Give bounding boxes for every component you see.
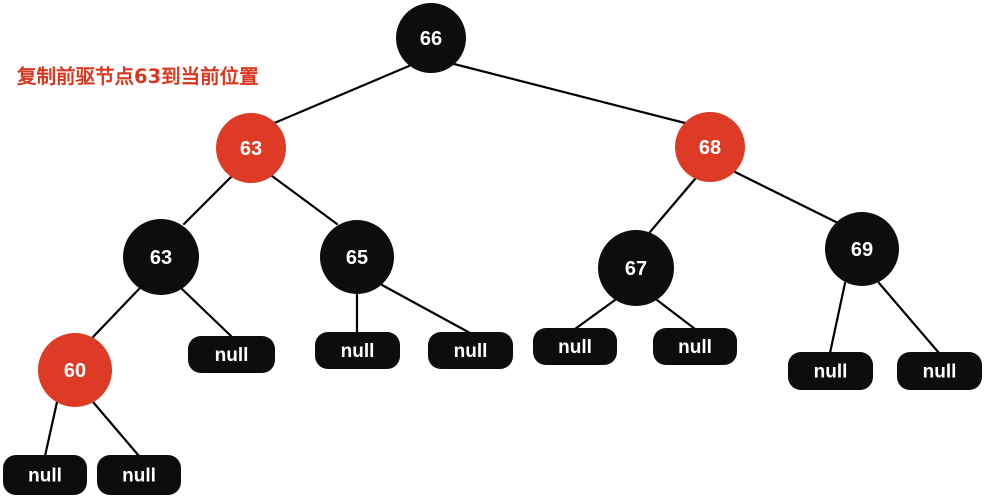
null-leaf-box	[428, 332, 513, 369]
node-value-label: 63	[240, 138, 262, 160]
tree-edge	[828, 281, 847, 355]
tree-edge	[731, 169, 842, 226]
null-leaf: null	[3, 455, 87, 495]
null-leaf-box	[3, 455, 87, 495]
node-circle-black	[396, 3, 466, 73]
node-circle-black	[320, 220, 394, 294]
null-leaf-box	[533, 328, 617, 365]
tree-node-63: 63	[216, 113, 286, 183]
tree-node-65: 65	[320, 220, 394, 294]
null-leaf-label: null	[215, 345, 249, 366]
tree-edge	[182, 175, 233, 226]
null-leaf-box	[788, 352, 873, 390]
null-leaf: null	[188, 336, 275, 373]
edges-layer	[43, 62, 941, 458]
tree-edge	[877, 281, 941, 355]
tree-edge	[270, 174, 339, 226]
null-leaf-box	[188, 336, 275, 373]
node-circle-black	[825, 212, 899, 286]
node-circle-red	[216, 113, 286, 183]
tree-edge	[180, 287, 234, 339]
null-leaf-label: null	[454, 341, 488, 362]
tree-edge	[452, 62, 691, 126]
node-circle-red	[38, 333, 112, 407]
null-leaf-label: null	[122, 466, 156, 487]
null-leaf-label: null	[814, 362, 848, 383]
null-leaf: null	[788, 352, 873, 390]
null-leaf-label: null	[923, 362, 957, 383]
null-leaf-label: null	[341, 341, 375, 362]
node-value-label: 60	[64, 360, 86, 382]
tree-edge	[655, 298, 697, 331]
node-value-label: 63	[150, 247, 172, 269]
tree-node-63: 63	[123, 219, 199, 295]
null-leaf-box	[653, 328, 737, 365]
null-leaf: null	[97, 455, 181, 495]
null-leaf-label: null	[678, 337, 712, 358]
null-leaf: null	[533, 328, 617, 365]
tree-edge	[380, 283, 472, 335]
null-leaf-label: null	[558, 337, 592, 358]
null-leaf: null	[428, 332, 513, 369]
node-value-label: 67	[625, 258, 647, 280]
tree-edge	[91, 287, 141, 339]
node-circle-black	[598, 230, 674, 306]
null-leaf: null	[897, 352, 982, 390]
node-value-label: 69	[851, 239, 873, 261]
null-leaf: null	[315, 332, 400, 369]
tree-node-68: 68	[675, 112, 745, 182]
node-value-label: 65	[346, 247, 368, 269]
tree-node-69: 69	[825, 212, 899, 286]
tree-node-66: 66	[396, 3, 466, 73]
null-leaves-layer: null null null null null null null null null	[3, 328, 982, 495]
null-leaf-box	[897, 352, 982, 390]
node-circle-black	[123, 219, 199, 295]
tree-edge	[573, 298, 617, 331]
null-leaf: null	[653, 328, 737, 365]
node-value-label: 68	[699, 137, 721, 159]
null-leaf-box	[315, 332, 400, 369]
null-leaf-box	[97, 455, 181, 495]
null-leaf-label: null	[28, 466, 62, 487]
node-circle-red	[675, 112, 745, 182]
tree-edge	[270, 64, 411, 126]
tree-edge	[648, 177, 697, 234]
tree-nodes-layer: 66 63 68 63 65 67 69 60	[38, 3, 899, 407]
tree-edge	[43, 400, 59, 458]
tree-edge	[91, 400, 141, 458]
tree-node-60: 60	[38, 333, 112, 407]
node-value-label: 66	[420, 28, 442, 50]
tree-node-67: 67	[598, 230, 674, 306]
annotation-label: 复制前驱节点63到当前位置	[17, 65, 259, 88]
